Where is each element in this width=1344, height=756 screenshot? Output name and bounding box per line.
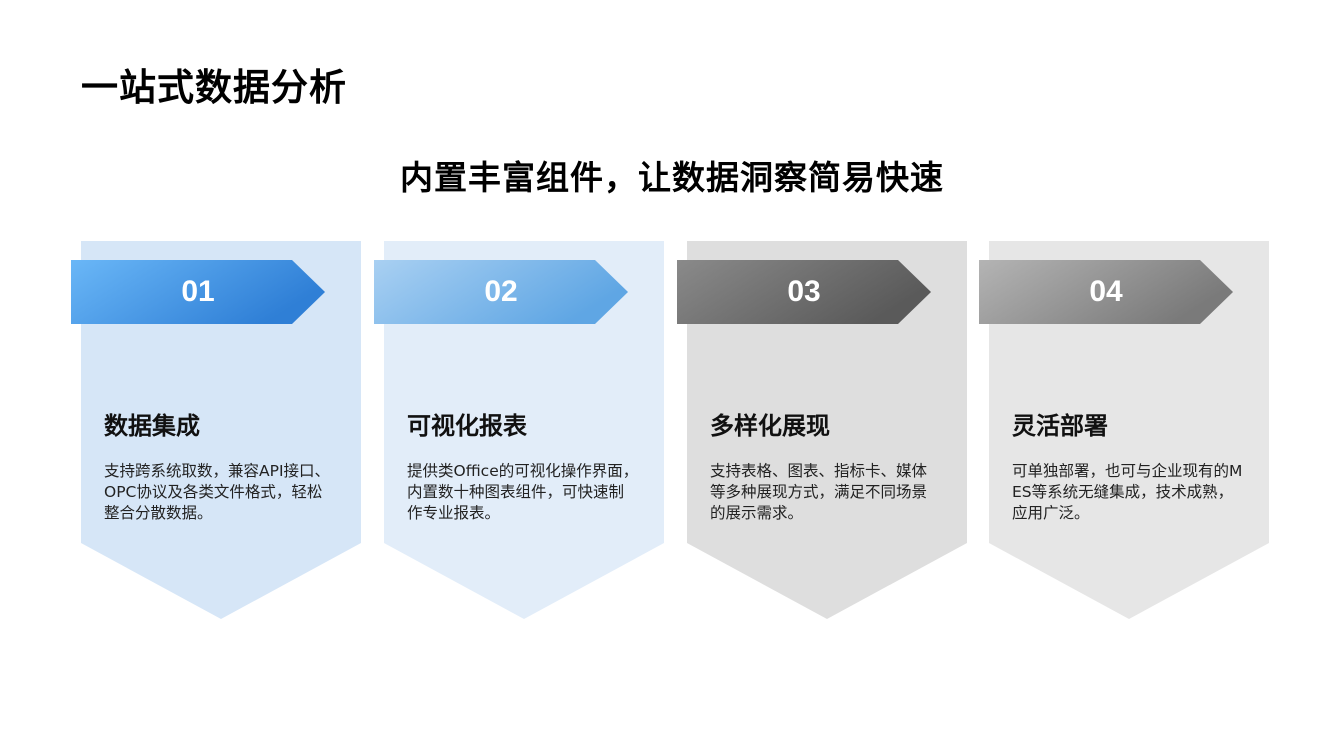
card-background (384, 241, 664, 619)
number-arrow-shape (677, 260, 931, 324)
card-background (81, 241, 361, 619)
feature-card-data-integration: 01 数据集成 支持跨系统取数，兼容API接口、OPC协议及各类文件格式，轻松整… (71, 241, 361, 619)
number-arrow-shape (71, 260, 325, 324)
card-background (687, 241, 967, 619)
card-heading: 数据集成 (104, 412, 200, 440)
feature-card-flexible-deployment: 04 灵活部署 可单独部署，也可与企业现有的MES等系统无缝集成，技术成熟，应用… (979, 241, 1269, 619)
card-heading: 多样化展现 (710, 412, 830, 440)
feature-card-visual-report: 02 可视化报表 提供类Office的可视化操作界面，内置数十种图表组件，可快速… (374, 241, 664, 619)
card-number: 04 (1089, 275, 1123, 308)
card-description: 可单独部署，也可与企业现有的MES等系统无缝集成，技术成熟，应用广泛。 (1012, 462, 1243, 522)
card-number: 03 (787, 275, 821, 308)
card-heading: 可视化报表 (407, 412, 527, 440)
card-description: 支持跨系统取数，兼容API接口、OPC协议及各类文件格式，轻松整合分散数据。 (104, 462, 331, 522)
card-background (989, 241, 1269, 619)
card-number: 02 (484, 275, 518, 308)
number-arrow-shape (374, 260, 628, 324)
page-title: 一站式数据分析 (81, 66, 347, 109)
card-description: 支持表格、图表、指标卡、媒体等多种展现方式，满足不同场景的展示需求。 (710, 462, 928, 522)
feature-card-diverse-display: 03 多样化展现 支持表格、图表、指标卡、媒体等多种展现方式，满足不同场景的展示… (677, 241, 967, 619)
card-heading: 灵活部署 (1012, 412, 1108, 440)
page-subtitle: 内置丰富组件，让数据洞察简易快速 (400, 158, 944, 197)
number-arrow-shape (979, 260, 1233, 324)
card-description: 提供类Office的可视化操作界面，内置数十种图表组件，可快速制作专业报表。 (407, 462, 639, 522)
card-number: 01 (181, 275, 215, 308)
